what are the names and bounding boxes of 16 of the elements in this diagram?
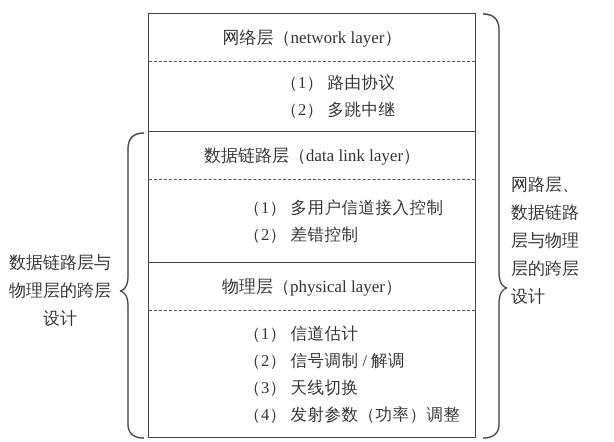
layer-box: [148, 262, 476, 438]
layer-title: 物理层（physical layer）: [222, 276, 402, 298]
list-item: （2） 信号调制 / 解调: [244, 350, 406, 372]
bracket-label: 网路层、数据链路层与物理层的跨层设计: [511, 174, 580, 308]
list-item: （2） 多跳中继: [281, 99, 396, 121]
layer-title: 数据链路层（data link layer）: [204, 145, 420, 167]
list-item: （1） 路由协议: [281, 72, 396, 94]
list-item: （1） 信道估计: [244, 323, 358, 345]
layer-title: 网络层（network layer）: [222, 27, 402, 49]
list-item: （4） 发射参数（功率）调整: [244, 404, 460, 426]
layer-box: [148, 131, 476, 262]
list-item: （1） 多用户信道接入控制: [244, 196, 444, 218]
list-item: （2） 差错控制: [244, 224, 358, 246]
bracket-label: 数据链路层与物理层的跨层设计: [8, 252, 112, 330]
layer-box: [148, 13, 476, 131]
list-item: （3） 天线切换: [244, 377, 358, 399]
